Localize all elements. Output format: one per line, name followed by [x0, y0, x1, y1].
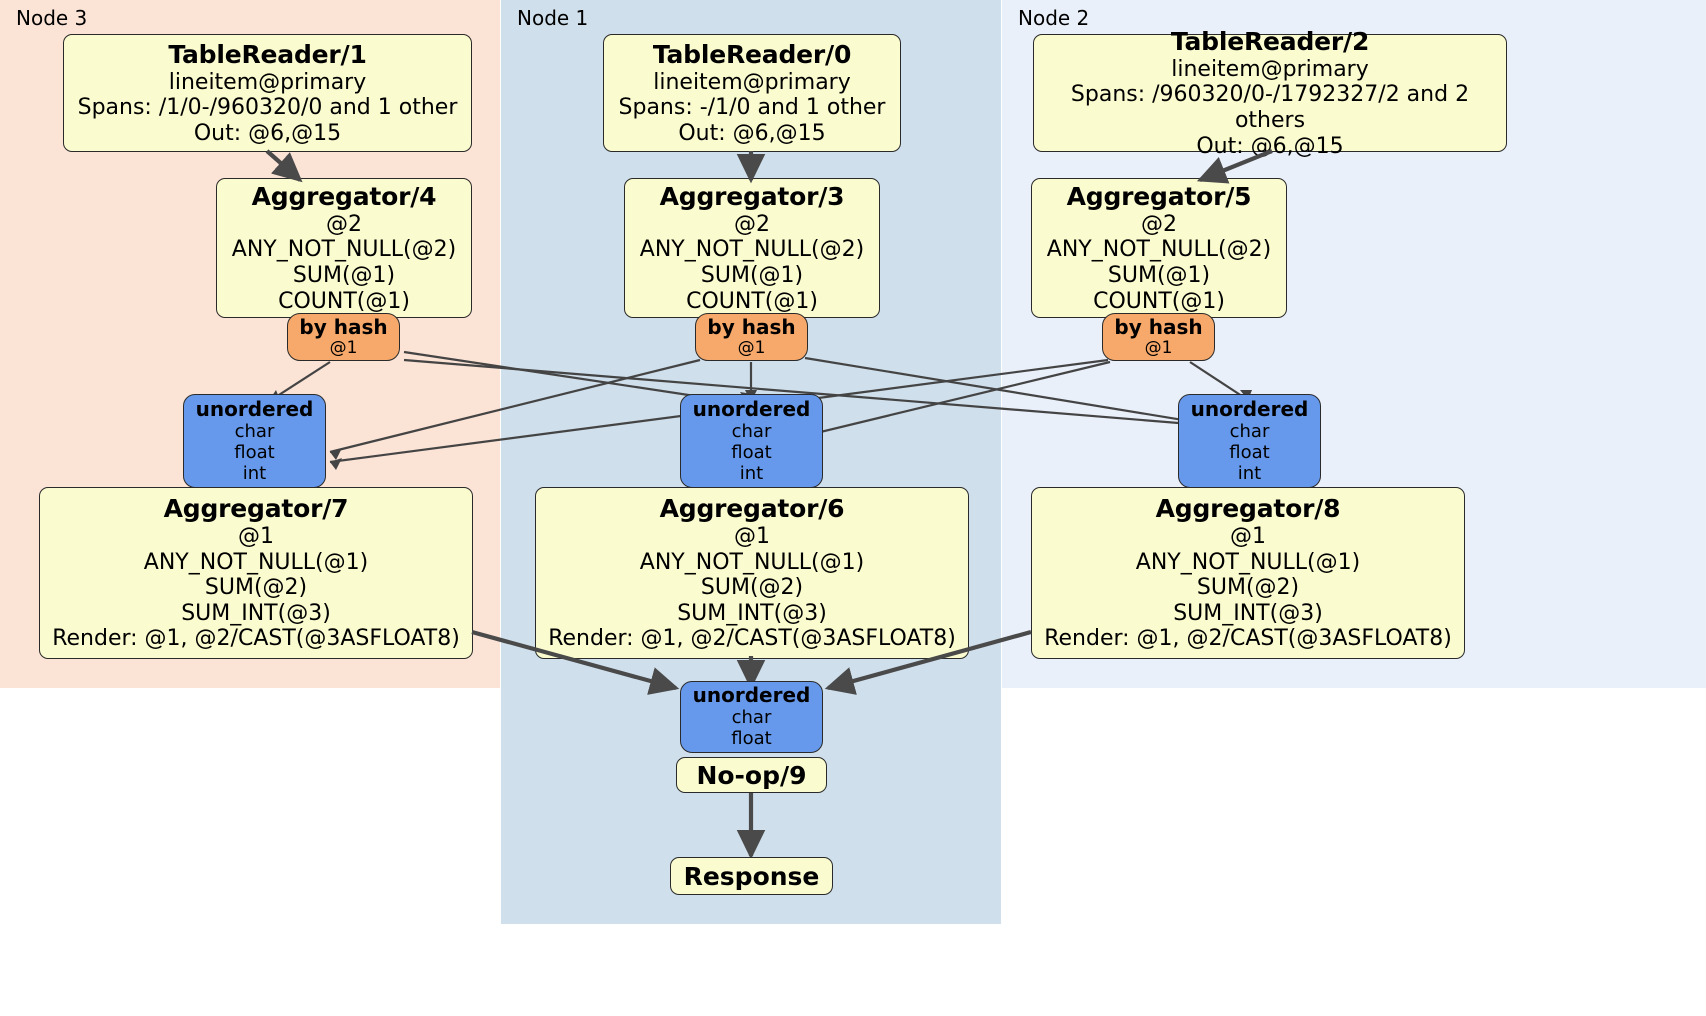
byhash-center-line-0: @1	[737, 337, 766, 358]
tablereader-2-line-0: lineitem@primary	[1171, 56, 1369, 82]
aggregator-8-line-3: SUM_INT(@3)	[1173, 600, 1323, 626]
byhash-center-title: by hash	[707, 314, 796, 339]
aggregator-8-line-0: @1	[1230, 524, 1266, 550]
aggregator-6-line-0: @1	[734, 524, 770, 550]
unordered-right-line-2: int	[1237, 462, 1262, 484]
aggregator-7-line-3: SUM_INT(@3)	[181, 600, 331, 626]
aggregator-8-line-1: ANY_NOT_NULL(@1)	[1135, 549, 1361, 575]
response-title: Response	[683, 861, 820, 891]
response-box[interactable]: Response	[670, 857, 833, 895]
aggregator-3-line-3: COUNT(@1)	[686, 288, 818, 314]
aggregator-3-title: Aggregator/3	[659, 181, 845, 211]
tablereader-0-line-2: Out: @6,@15	[678, 120, 826, 146]
unordered-right-title: unordered	[1190, 396, 1309, 421]
unordered-right-line-0: char	[1229, 420, 1270, 442]
byhash-center-router[interactable]: by hash @1	[695, 313, 808, 361]
unordered-left-line-0: char	[234, 420, 275, 442]
noop-9-title: No-op/9	[696, 760, 807, 790]
aggregator-4-title: Aggregator/4	[251, 181, 437, 211]
byhash-left-line-0: @1	[329, 337, 358, 358]
tablereader-1-line-0: lineitem@primary	[168, 69, 367, 95]
aggregator-7-box[interactable]: Aggregator/7 @1 ANY_NOT_NULL(@1) SUM(@2)…	[39, 487, 473, 659]
aggregator-6-line-3: SUM_INT(@3)	[677, 600, 827, 626]
unordered-final-line-0: char	[731, 707, 772, 729]
tablereader-2-line-1: Spans: /960320/0-/1792327/2 and 2 others	[1070, 82, 1470, 133]
aggregator-7-line-4: Render: @1, @2/CAST(@3ASFLOAT8)	[52, 626, 460, 652]
aggregator-8-line-4: Render: @1, @2/CAST(@3ASFLOAT8)	[1044, 626, 1452, 652]
unordered-center-line-1: float	[731, 441, 772, 463]
aggregator-5-line-1: ANY_NOT_NULL(@2)	[1046, 237, 1272, 263]
aggregator-3-box[interactable]: Aggregator/3 @2 ANY_NOT_NULL(@2) SUM(@1)…	[624, 178, 880, 318]
unordered-left-title: unordered	[195, 396, 314, 421]
unordered-left-line-2: int	[242, 462, 267, 484]
tablereader-0-title: TableReader/0	[652, 39, 852, 69]
aggregator-6-box[interactable]: Aggregator/6 @1 ANY_NOT_NULL(@1) SUM(@2)…	[535, 487, 969, 659]
tablereader-0-box[interactable]: TableReader/0 lineitem@primary Spans: -/…	[603, 34, 901, 152]
unordered-right-sync[interactable]: unordered char float int	[1178, 394, 1321, 488]
aggregator-6-line-1: ANY_NOT_NULL(@1)	[639, 549, 865, 575]
tablereader-1-line-2: Out: @6,@15	[193, 120, 342, 146]
unordered-center-sync[interactable]: unordered char float int	[680, 394, 823, 488]
byhash-left-title: by hash	[299, 314, 388, 339]
byhash-right-line-0: @1	[1144, 337, 1173, 358]
aggregator-4-line-2: SUM(@1)	[292, 263, 396, 288]
aggregator-8-title: Aggregator/8	[1155, 494, 1341, 524]
tablereader-1-line-1: Spans: /1/0-/960320/0 and 1 other	[77, 95, 458, 121]
aggregator-6-title: Aggregator/6	[659, 494, 845, 524]
unordered-final-title: unordered	[692, 683, 811, 708]
tablereader-1-box[interactable]: TableReader/1 lineitem@primary Spans: /1…	[63, 34, 472, 152]
unordered-center-title: unordered	[692, 396, 811, 421]
aggregator-4-line-1: ANY_NOT_NULL(@2)	[231, 237, 457, 263]
aggregator-5-line-0: @2	[1141, 211, 1177, 237]
tablereader-1-title: TableReader/1	[168, 39, 367, 69]
unordered-center-line-2: int	[739, 462, 764, 484]
aggregator-4-line-0: @2	[326, 211, 362, 237]
aggregator-7-line-2: SUM(@2)	[204, 575, 308, 601]
aggregator-3-line-1: ANY_NOT_NULL(@2)	[639, 237, 865, 263]
aggregator-4-box[interactable]: Aggregator/4 @2 ANY_NOT_NULL(@2) SUM(@1)…	[216, 178, 472, 318]
aggregator-7-line-1: ANY_NOT_NULL(@1)	[143, 549, 369, 575]
unordered-final-sync[interactable]: unordered char float	[680, 681, 823, 753]
aggregator-7-line-0: @1	[238, 524, 274, 550]
aggregator-6-line-2: SUM(@2)	[700, 575, 804, 601]
aggregator-4-line-3: COUNT(@1)	[278, 288, 410, 314]
byhash-left-router[interactable]: by hash @1	[287, 313, 400, 361]
tablereader-2-title: TableReader/2	[1170, 26, 1370, 56]
tablereader-0-line-1: Spans: -/1/0 and 1 other	[618, 95, 886, 121]
noop-9-box[interactable]: No-op/9	[676, 757, 827, 793]
tablereader-2-line-2: Out: @6,@15	[1196, 133, 1344, 159]
aggregator-8-box[interactable]: Aggregator/8 @1 ANY_NOT_NULL(@1) SUM(@2)…	[1031, 487, 1465, 659]
tablereader-2-box[interactable]: TableReader/2 lineitem@primary Spans: /9…	[1033, 27, 1507, 159]
aggregator-3-line-2: SUM(@1)	[700, 263, 804, 288]
byhash-right-title: by hash	[1114, 314, 1203, 339]
cluster-node-2-label: Node 2	[1018, 6, 1090, 30]
unordered-final-line-1: float	[731, 728, 772, 750]
tablereader-0-line-0: lineitem@primary	[653, 69, 851, 95]
aggregator-8-line-2: SUM(@2)	[1196, 575, 1300, 601]
unordered-right-line-1: float	[1229, 441, 1270, 463]
byhash-right-router[interactable]: by hash @1	[1102, 313, 1215, 361]
aggregator-5-box[interactable]: Aggregator/5 @2 ANY_NOT_NULL(@2) SUM(@1)…	[1031, 178, 1287, 318]
aggregator-5-line-2: SUM(@1)	[1107, 263, 1211, 288]
aggregator-7-title: Aggregator/7	[163, 494, 349, 524]
aggregator-6-line-4: Render: @1, @2/CAST(@3ASFLOAT8)	[548, 626, 956, 652]
unordered-left-line-1: float	[234, 441, 275, 463]
unordered-center-line-0: char	[731, 420, 772, 442]
aggregator-5-title: Aggregator/5	[1066, 181, 1252, 211]
cluster-node-3-label: Node 3	[16, 6, 88, 30]
aggregator-5-line-3: COUNT(@1)	[1093, 288, 1225, 314]
aggregator-3-line-0: @2	[734, 211, 770, 237]
unordered-left-sync[interactable]: unordered char float int	[183, 394, 326, 488]
cluster-node-1-label: Node 1	[517, 6, 589, 30]
